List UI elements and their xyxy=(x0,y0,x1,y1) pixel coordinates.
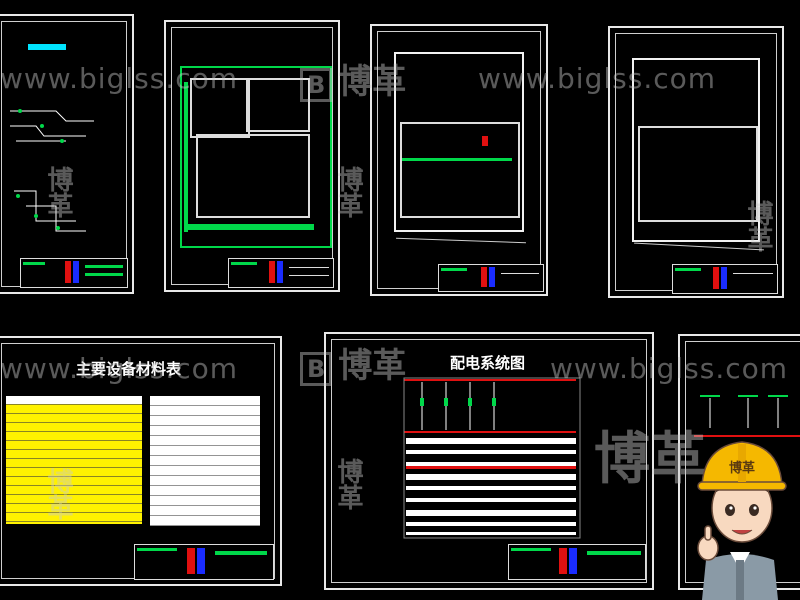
drawing-sheet-distribution: 配电系统图 xyxy=(324,332,654,590)
sheet-title: 配电系统图 xyxy=(450,354,526,372)
title-block xyxy=(672,264,778,294)
cyan-label-bar xyxy=(28,44,66,50)
mascot-engineer: 博革 xyxy=(697,441,787,600)
watermark-vertical: 博革 xyxy=(43,166,73,218)
watermark-url: www.biglss.com xyxy=(478,62,717,95)
distribution-panel-diagram xyxy=(403,377,581,539)
drawing-sheet-plan-2 xyxy=(370,24,548,296)
drawing-sheet-system xyxy=(0,14,134,294)
floor-plan-outline xyxy=(394,52,524,232)
green-wall-strip xyxy=(402,158,512,161)
drawing-sheet-table: 主要设备材料表 xyxy=(0,336,282,586)
mascot-body xyxy=(702,552,778,600)
sheet-frame xyxy=(331,339,647,583)
building-block xyxy=(400,122,520,218)
title-block xyxy=(438,264,544,292)
watermark-url: www.biglss.com xyxy=(0,62,239,95)
watermark-vertical: 博革 xyxy=(333,166,363,218)
watermark-brand-large: 博革 xyxy=(594,427,706,492)
red-marker xyxy=(482,136,488,146)
partial-wiring-diagram xyxy=(694,395,800,437)
building-block xyxy=(196,134,310,218)
hard-hat-label: 博革 xyxy=(729,460,755,476)
watermark-url: www.biglss.com xyxy=(550,352,789,385)
green-wall-strip xyxy=(184,82,188,232)
title-block xyxy=(508,544,646,580)
table-lines xyxy=(150,396,260,526)
building-block xyxy=(638,126,758,222)
logo-icon: B xyxy=(300,352,333,386)
watermark-url: www.biglss.com xyxy=(0,352,239,385)
watermark-vertical: 博革 xyxy=(43,468,73,520)
logo-icon: B xyxy=(300,68,333,102)
title-block xyxy=(20,258,128,288)
system-wiring-diagram xyxy=(10,109,94,232)
drawing-sheet-plan-3 xyxy=(608,26,784,298)
watermark-vertical: 博革 xyxy=(743,200,773,252)
title-block xyxy=(134,544,274,580)
table-lines xyxy=(6,396,142,524)
drawing-sheet-plan-1 xyxy=(164,20,340,292)
mascot-hand xyxy=(697,525,719,561)
floor-plan-outline xyxy=(180,66,332,248)
green-wall-strip xyxy=(186,224,314,230)
floor-plan-outline xyxy=(632,58,760,242)
table-header-row xyxy=(6,396,142,404)
hard-hat-icon: 博革 xyxy=(697,441,787,491)
watermark-vertical: 博革 xyxy=(333,458,363,510)
sheet-title: 主要设备材料表 xyxy=(76,360,182,378)
title-block xyxy=(228,258,334,288)
building-block xyxy=(190,78,250,138)
building-block xyxy=(246,78,310,132)
